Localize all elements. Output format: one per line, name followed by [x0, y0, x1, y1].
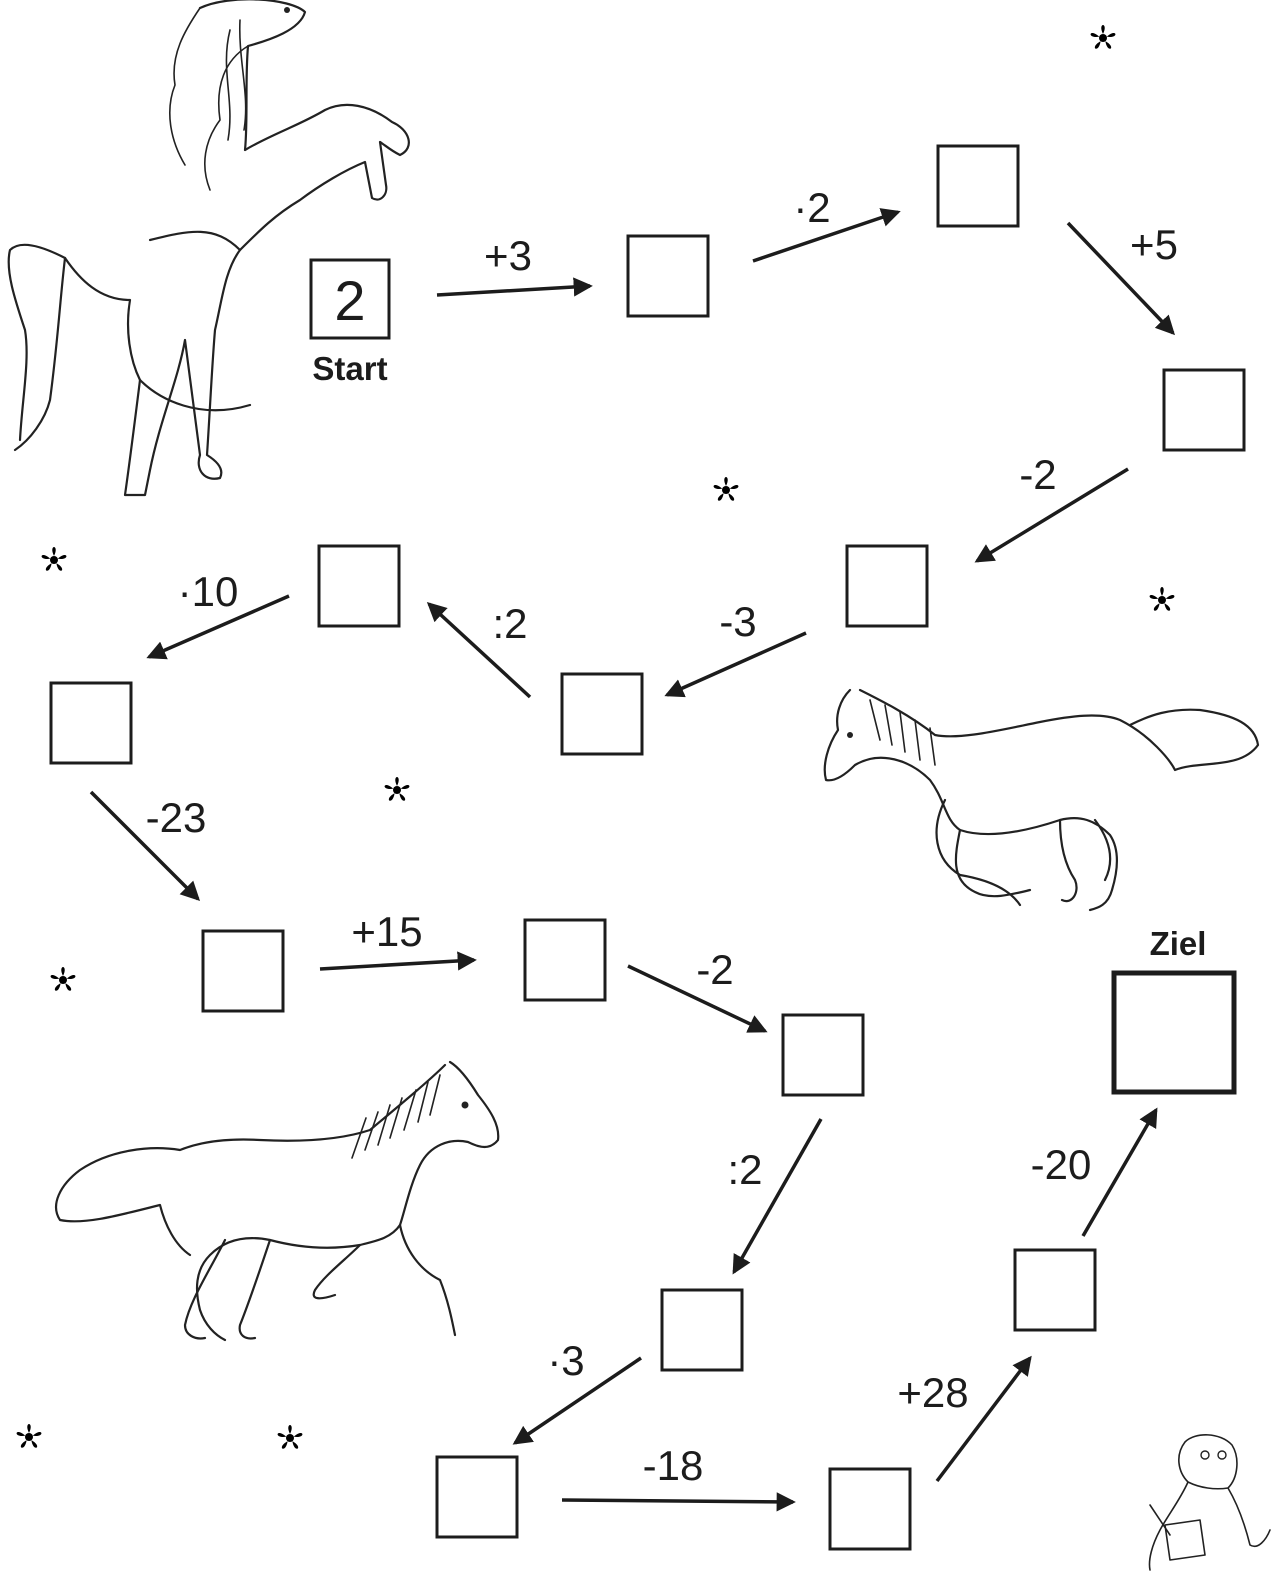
answer-box-14[interactable]: [1015, 1250, 1095, 1330]
arrow: [437, 286, 590, 295]
flower-icon: [1090, 25, 1116, 50]
arrow: [734, 1119, 821, 1272]
flower-icon: [41, 547, 67, 572]
arrows: [91, 212, 1173, 1502]
operation-label: :2: [492, 600, 527, 647]
star-flower-icon: [1207, 1291, 1243, 1327]
star-flower-icon: [1122, 139, 1158, 175]
star-flower-icon: [532, 452, 568, 488]
star-flower-icon: [872, 384, 908, 420]
operation-label: +3: [484, 232, 532, 279]
goal-box[interactable]: [1114, 973, 1234, 1092]
rearing-horse-illustration: [9, 0, 409, 495]
operation-label: -20: [1031, 1141, 1092, 1188]
answer-box-8[interactable]: [203, 931, 283, 1011]
star-flower-icon: [770, 847, 806, 883]
answer-box-9[interactable]: [525, 920, 605, 1000]
operation-label: -3: [719, 598, 756, 645]
answer-box-1[interactable]: [628, 236, 708, 316]
answer-box-3[interactable]: [1164, 370, 1244, 450]
answer-boxes: Ziel: [51, 146, 1244, 1549]
galloping-horse-right-illustration: [825, 690, 1258, 910]
operation-label: +28: [897, 1369, 968, 1416]
operation-label: +5: [1130, 221, 1178, 268]
flower-icon: [384, 777, 410, 802]
goal-label: Ziel: [1150, 925, 1207, 962]
answer-box-10[interactable]: [783, 1015, 863, 1095]
answer-box-6[interactable]: [319, 546, 399, 626]
operation-label: +15: [351, 908, 422, 955]
flower-icon: [713, 477, 739, 502]
operation-label: -18: [643, 1442, 704, 1489]
flower-icon: [1149, 587, 1175, 612]
flower-icon: [277, 1425, 303, 1450]
arrow: [1083, 1110, 1156, 1236]
operation-label: -23: [146, 794, 207, 841]
start-node: 2 Start: [311, 260, 389, 387]
answer-box-11[interactable]: [662, 1290, 742, 1370]
star-flower-icon: [859, 1195, 895, 1231]
answer-box-5[interactable]: [562, 674, 642, 754]
arrow: [562, 1500, 793, 1502]
answer-box-7[interactable]: [51, 683, 131, 763]
answer-box-13[interactable]: [830, 1469, 910, 1549]
dinosaur-mascot-illustration: [1149, 1435, 1270, 1570]
operation-label: -2: [1019, 451, 1056, 498]
flower-icon: [16, 1424, 42, 1449]
start-value: 2: [334, 269, 365, 332]
star-flower-icon: [164, 1518, 200, 1554]
operation-label: ·3: [547, 1337, 584, 1384]
flower-icon: [50, 967, 76, 992]
operation-label: -2: [696, 946, 733, 993]
arrow: [320, 960, 474, 969]
answer-box-2[interactable]: [938, 146, 1018, 226]
start-label: Start: [312, 350, 387, 387]
operation-label: ·2: [793, 184, 830, 231]
operation-label: ·10: [178, 568, 239, 615]
operation-label: :2: [727, 1146, 762, 1193]
galloping-horse-left-illustration: [56, 1062, 498, 1340]
answer-box-4[interactable]: [847, 546, 927, 626]
answer-box-12[interactable]: [437, 1457, 517, 1537]
star-flower-icon: [690, 107, 726, 143]
